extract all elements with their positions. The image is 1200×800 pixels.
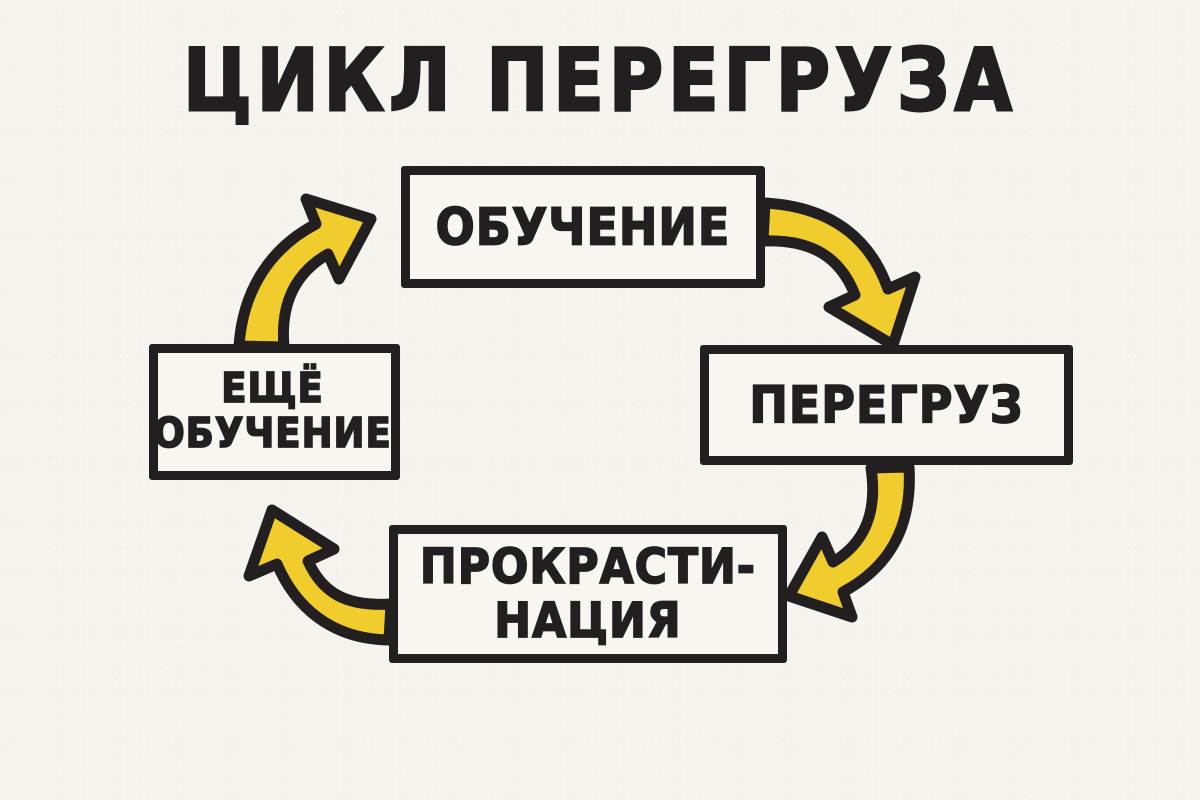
node-procrastination[interactable]: ПРОКРАСТИ- НАЦИЯ [389, 525, 787, 663]
node-procrastination-label: ПРОКРАСТИ- НАЦИЯ [419, 538, 757, 649]
arrow-learning-to-overload [757, 197, 921, 351]
node-learning-label: ОБУЧЕНИЕ [435, 197, 731, 257]
node-more-learning[interactable]: ЕЩЁ ОБУЧЕНИЕ [149, 344, 400, 480]
node-overload-label: ПЕРЕГРУЗ [749, 375, 1024, 435]
arrow-procrast-to-morelearn [243, 504, 397, 646]
arrow-morelearn-to-learning [233, 193, 377, 353]
arrow-overload-to-procrast [783, 461, 915, 623]
node-more-learning-label: ЕЩЁ ОБУЧЕНИЕ [152, 365, 392, 458]
node-overload[interactable]: ПЕРЕГРУЗ [700, 345, 1073, 465]
page-title: ЦИКЛ ПЕРЕГРУЗА [182, 31, 1017, 131]
node-learning[interactable]: ОБУЧЕНИЕ [401, 166, 765, 288]
